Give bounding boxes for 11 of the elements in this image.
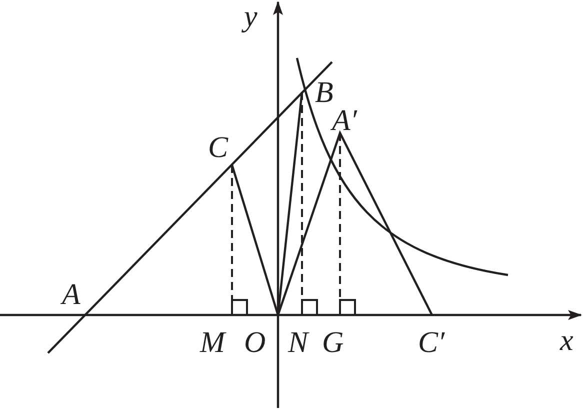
point-label: G <box>322 328 344 358</box>
point-label: A′ <box>332 106 357 136</box>
point-label: C <box>208 133 228 163</box>
axis-label: x <box>560 326 574 356</box>
point-label: N <box>288 328 308 358</box>
point-label: C′ <box>418 328 445 358</box>
point-label: M <box>200 328 225 358</box>
axis-label: y <box>244 2 258 32</box>
point-label: O <box>244 328 266 358</box>
point-label: B <box>315 78 334 108</box>
point-label: A <box>62 280 80 310</box>
